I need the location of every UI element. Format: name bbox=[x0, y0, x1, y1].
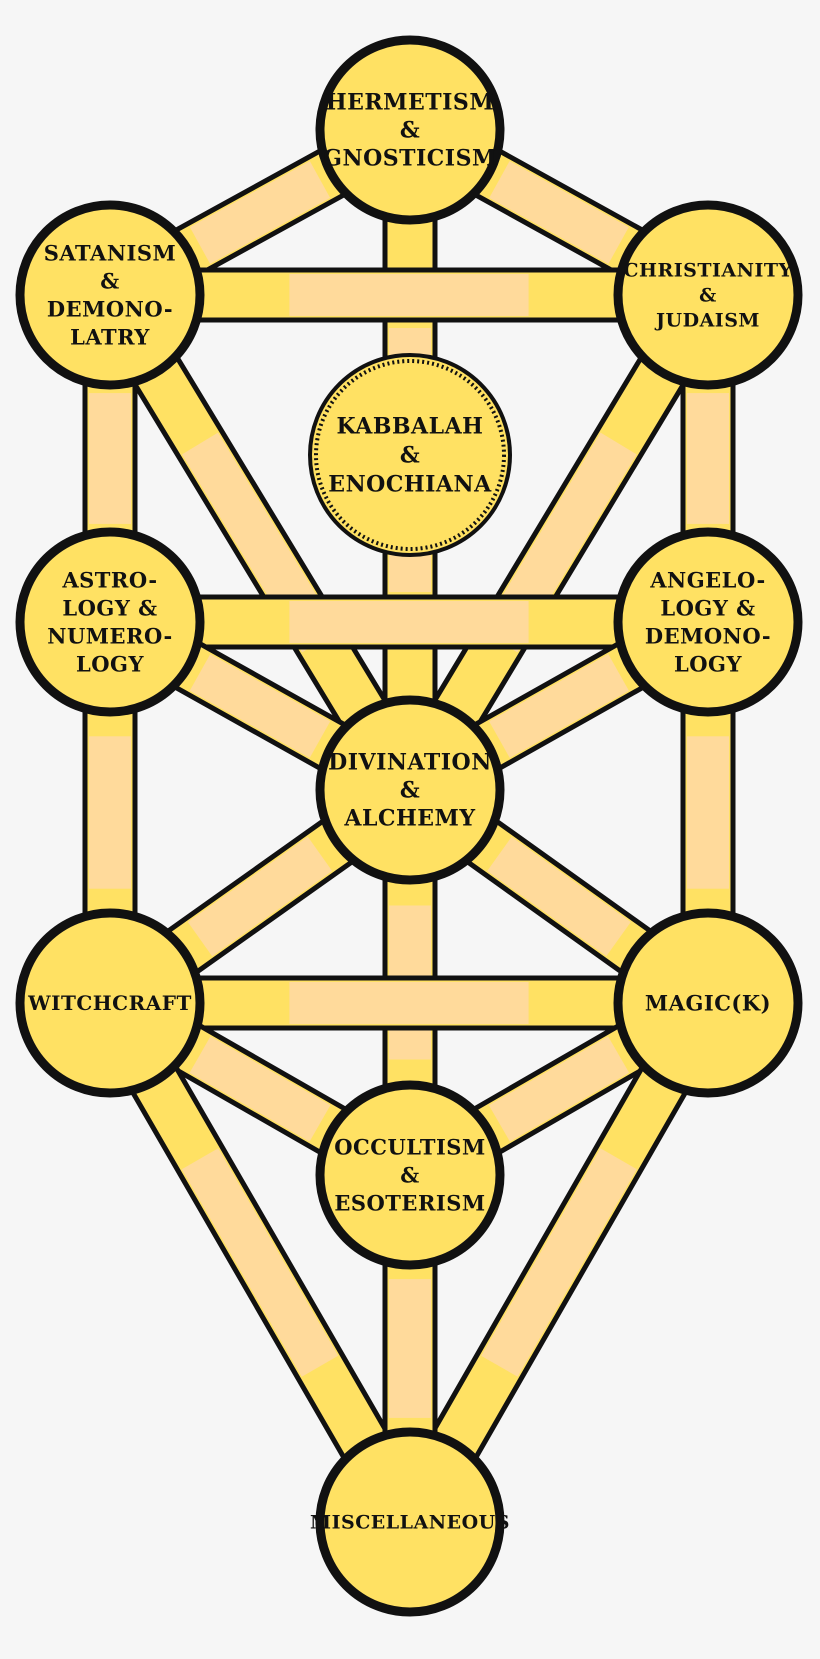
path-glow bbox=[487, 836, 631, 957]
node-label-line: & bbox=[699, 285, 717, 307]
node-hermetism: HERMETISM&GNOSTICISM bbox=[315, 35, 505, 225]
node-label-line: HERMETISM bbox=[326, 90, 494, 116]
node-label-line: DIVINATION bbox=[328, 750, 492, 776]
path-glow bbox=[187, 836, 333, 957]
node-circle bbox=[15, 908, 205, 1098]
path-glow bbox=[289, 601, 529, 643]
path-glow bbox=[189, 161, 331, 264]
node-occultism: OCCULTISM & ESOTERISM bbox=[315, 1080, 505, 1270]
node-label-line: ASTRO- bbox=[61, 567, 157, 592]
node-label-line: LOGY & bbox=[660, 595, 755, 620]
node-label-line: ESOTERISM bbox=[334, 1190, 485, 1215]
node-label: HERMETISM&GNOSTICISM bbox=[323, 90, 497, 172]
node-label-line: SATANISM bbox=[44, 240, 177, 265]
node-circle bbox=[613, 527, 803, 717]
node-magick: MAGIC(K) bbox=[613, 908, 803, 1098]
node-label-line: LOGY bbox=[674, 651, 742, 676]
node-label-line: & bbox=[400, 1162, 419, 1187]
path-satanism-christianity bbox=[107, 267, 711, 323]
node-circle bbox=[613, 200, 803, 390]
node-label-line: KABBALAH bbox=[337, 414, 484, 440]
node-label: DIVINATION&ALCHEMY bbox=[328, 750, 492, 832]
node-circle bbox=[315, 35, 505, 225]
node-label-line: LOGY bbox=[76, 651, 144, 676]
node-label: ASTRO- LOGY & NUMERO- LOGY bbox=[47, 567, 173, 676]
node-label: MAGIC(K) bbox=[645, 990, 771, 1015]
node-label-line: GNOSTICISM bbox=[323, 146, 497, 172]
node-label-line: LOGY & bbox=[62, 595, 157, 620]
node-label: SATANISM & DEMONO- LATRY bbox=[44, 240, 177, 349]
node-circle bbox=[308, 353, 512, 557]
node-label-line: ANGELO- bbox=[649, 567, 765, 592]
node-misc: MISCELLANEOUS bbox=[310, 1427, 510, 1617]
path-glow bbox=[189, 1036, 331, 1142]
node-label: OCCULTISM & ESOTERISM bbox=[334, 1134, 485, 1215]
path-angelology-magick bbox=[680, 619, 736, 1006]
nodes-layer: HERMETISM&GNOSTICISMSATANISM&DEMONO-LATR… bbox=[15, 35, 803, 1617]
path-glow bbox=[289, 274, 529, 316]
path-glow bbox=[181, 1148, 339, 1377]
node-circle bbox=[315, 695, 505, 885]
node-circle bbox=[613, 908, 803, 1098]
node-kabbalah: KABBALAH & ENOCHIANA bbox=[308, 353, 512, 557]
path-glow bbox=[489, 161, 629, 264]
node-label-line: DEMONO- bbox=[645, 623, 771, 648]
node-circle bbox=[15, 527, 205, 717]
node-label-line: & bbox=[400, 778, 420, 804]
node-label-line: WITCHCRAFT bbox=[27, 991, 192, 1015]
node-label-line: DEMONO- bbox=[47, 296, 173, 321]
path-glow bbox=[89, 393, 131, 524]
node-label-line: & bbox=[400, 118, 420, 144]
node-label-line: LATRY bbox=[70, 324, 150, 349]
node-label-line: ALCHEMY bbox=[343, 806, 475, 832]
node-label-line: MISCELLANEOUS bbox=[310, 1512, 510, 1534]
node-label-line: ENOCHIANA bbox=[328, 472, 492, 498]
path-glow bbox=[481, 1148, 637, 1377]
node-label: MISCELLANEOUS bbox=[310, 1512, 510, 1534]
node-label-line: OCCULTISM bbox=[334, 1134, 485, 1159]
path-glow bbox=[687, 736, 729, 889]
node-dotted-ring bbox=[314, 359, 506, 551]
node-label: ANGELO- LOGY & DEMONO- LOGY bbox=[645, 567, 771, 676]
node-christianity: CHRISTIANITY & JUDAISM bbox=[613, 200, 803, 390]
path-glow bbox=[389, 1279, 431, 1418]
node-label-line: NUMERO- bbox=[47, 623, 173, 648]
node-label-line: & bbox=[100, 268, 119, 293]
path-glow bbox=[189, 654, 331, 758]
node-divination: DIVINATION&ALCHEMY bbox=[315, 695, 505, 885]
node-label-line: MAGIC(K) bbox=[645, 990, 771, 1015]
path-glow bbox=[89, 736, 131, 889]
node-label: WITCHCRAFT bbox=[27, 991, 192, 1015]
node-satanism: SATANISM & DEMONO- LATRY bbox=[15, 200, 205, 390]
node-witchcraft: WITCHCRAFT bbox=[15, 908, 205, 1098]
node-circle bbox=[15, 200, 205, 390]
node-circle bbox=[315, 1427, 505, 1617]
node-label-line: JUDAISM bbox=[654, 310, 760, 332]
node-label-line: & bbox=[400, 443, 420, 469]
path-glow bbox=[488, 1036, 630, 1142]
node-circle bbox=[315, 1080, 505, 1270]
node-label: CHRISTIANITY & JUDAISM bbox=[623, 260, 792, 332]
node-label-line: CHRISTIANITY bbox=[623, 260, 792, 282]
node-astrology: ASTRO- LOGY & NUMERO- LOGY bbox=[15, 527, 205, 717]
path-glow bbox=[489, 654, 629, 758]
path-glow bbox=[687, 393, 729, 524]
node-label: KABBALAH & ENOCHIANA bbox=[328, 414, 492, 498]
path-glow bbox=[289, 982, 529, 1024]
node-angelology: ANGELO- LOGY & DEMONO- LOGY bbox=[613, 527, 803, 717]
